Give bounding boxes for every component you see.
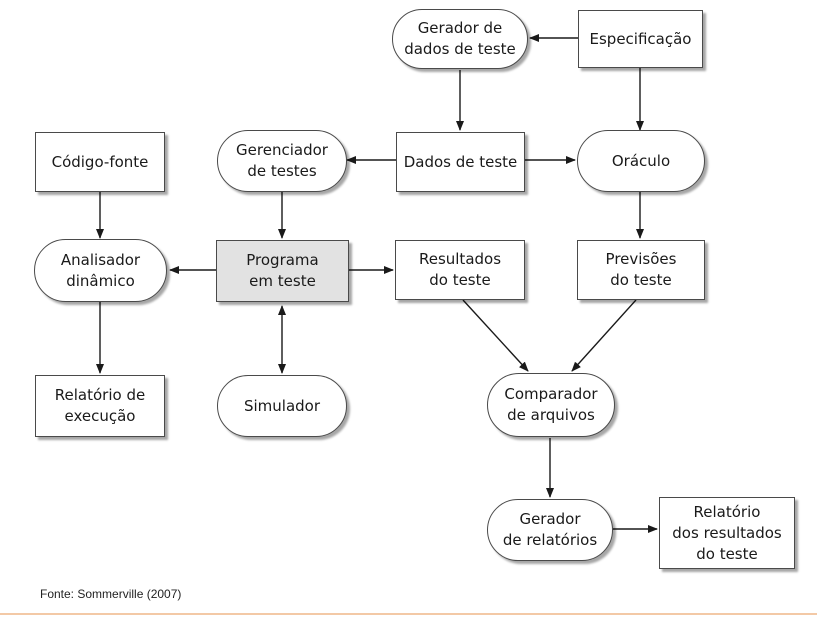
node-especificacao: Especificação	[578, 10, 703, 68]
connector-layer	[96, 34, 658, 533]
bottom-divider	[0, 613, 817, 615]
node-gerador-dados-teste: Gerador de dados de teste	[392, 9, 528, 69]
node-codigo-fonte: Código-fonte	[35, 132, 165, 192]
node-comparador-arquivos: Comparador de arquivos	[487, 373, 615, 437]
node-gerenciador-testes: Gerenciador de testes	[217, 130, 347, 192]
node-dados-teste: Dados de teste	[396, 132, 525, 192]
test-workbench-diagram: Gerador de dados de teste Especificação …	[34, 9, 795, 569]
node-resultados-teste: Resultados do teste	[395, 240, 525, 300]
node-relatorio-execucao: Relatório de execução	[35, 375, 165, 437]
node-gerador-relatorios: Gerador de relatórios	[487, 499, 613, 561]
node-programa-em-teste: Programa em teste	[216, 240, 349, 302]
edge-resultados-comparador	[462, 299, 529, 372]
node-previsoes-teste: Previsões do teste	[577, 240, 705, 300]
edge-previsoes-comparador	[571, 299, 637, 372]
node-relatorio-resultados: Relatório dos resultados do teste	[659, 497, 795, 569]
node-oraculo: Oráculo	[577, 130, 705, 192]
node-simulador: Simulador	[217, 375, 347, 437]
node-analisador-dinamico: Analisador dinâmico	[34, 239, 167, 302]
source-caption: Fonte: Sommerville (2007)	[40, 587, 182, 601]
